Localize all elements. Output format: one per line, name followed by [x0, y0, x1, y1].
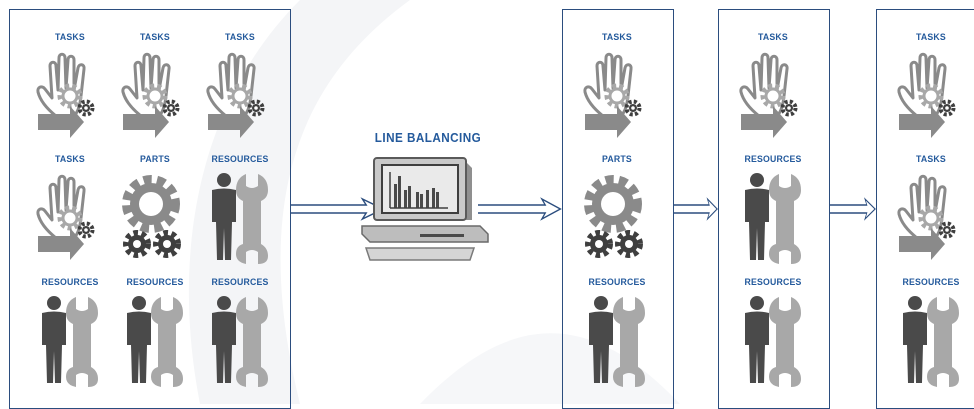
- cell-label: TASKS: [916, 154, 946, 165]
- panel-cell: RESOURCES: [119, 277, 191, 387]
- panel-cell: TASKS: [581, 32, 653, 142]
- source-panel: TASKS TASKS TASKS TASKS PARTS RESOURCES …: [9, 9, 291, 409]
- panel-cell: RESOURCES: [737, 277, 809, 387]
- panel-cell: TASKS: [34, 154, 106, 264]
- gears-icon: [119, 168, 191, 264]
- worker-wrench-icon: [204, 291, 276, 387]
- panel-cell: TASKS: [204, 32, 276, 142]
- panel-cell: TASKS: [737, 32, 809, 142]
- line-balancing-title: LINE BALANCING: [374, 130, 482, 145]
- hand-gear-icon: [581, 46, 653, 142]
- panel-cell: TASKS: [895, 154, 967, 264]
- panel-cell: PARTS: [119, 154, 191, 264]
- panel-cell: RESOURCES: [737, 154, 809, 264]
- cell-label: TASKS: [602, 32, 632, 43]
- worker-wrench-icon: [34, 291, 106, 387]
- hand-gear-icon: [119, 46, 191, 142]
- panel-cell: TASKS: [119, 32, 191, 142]
- flow-arrow: [674, 197, 718, 221]
- cell-label: RESOURCES: [41, 277, 99, 288]
- hand-gear-icon: [34, 46, 106, 142]
- panel-cell: TASKS: [895, 32, 967, 142]
- cell-label: RESOURCES: [744, 154, 802, 165]
- worker-wrench-icon: [119, 291, 191, 387]
- worker-wrench-icon: [895, 291, 967, 387]
- station-panel: TASKS RESOURCES RESOURCES: [718, 9, 830, 409]
- cell-label: TASKS: [916, 32, 946, 43]
- station-panel: TASKS PARTS RESOURCES: [562, 9, 674, 409]
- panel-cell: RESOURCES: [34, 277, 106, 387]
- cell-label: RESOURCES: [744, 277, 802, 288]
- panel-cell: RESOURCES: [204, 154, 276, 264]
- cell-label: RESOURCES: [902, 277, 960, 288]
- flow-arrow: [478, 197, 562, 221]
- cell-label: TASKS: [55, 154, 85, 165]
- computer-icon: [361, 157, 489, 261]
- worker-wrench-icon: [581, 291, 653, 387]
- cell-label: TASKS: [140, 32, 170, 43]
- hand-gear-icon: [34, 168, 106, 264]
- panel-cell: PARTS: [581, 154, 653, 264]
- cell-label: TASKS: [225, 32, 255, 43]
- cell-label: PARTS: [140, 154, 170, 165]
- worker-wrench-icon: [737, 291, 809, 387]
- cell-label: RESOURCES: [588, 277, 646, 288]
- flow-arrow: [830, 197, 876, 221]
- worker-wrench-icon: [204, 168, 276, 264]
- hand-gear-icon: [204, 46, 276, 142]
- panel-cell: TASKS: [34, 32, 106, 142]
- station-panel: TASKS TASKS RESOURCES: [876, 9, 974, 409]
- hand-gear-icon: [895, 46, 967, 142]
- cell-label: RESOURCES: [126, 277, 184, 288]
- panel-cell: RESOURCES: [895, 277, 967, 387]
- cell-label: RESOURCES: [211, 277, 269, 288]
- cell-label: RESOURCES: [211, 154, 269, 165]
- cell-label: PARTS: [602, 154, 632, 165]
- worker-wrench-icon: [737, 168, 809, 264]
- panel-cell: RESOURCES: [204, 277, 276, 387]
- hand-gear-icon: [737, 46, 809, 142]
- gears-icon: [581, 168, 653, 264]
- panel-cell: RESOURCES: [581, 277, 653, 387]
- cell-label: TASKS: [55, 32, 85, 43]
- cell-label: TASKS: [758, 32, 788, 43]
- hand-gear-icon: [895, 168, 967, 264]
